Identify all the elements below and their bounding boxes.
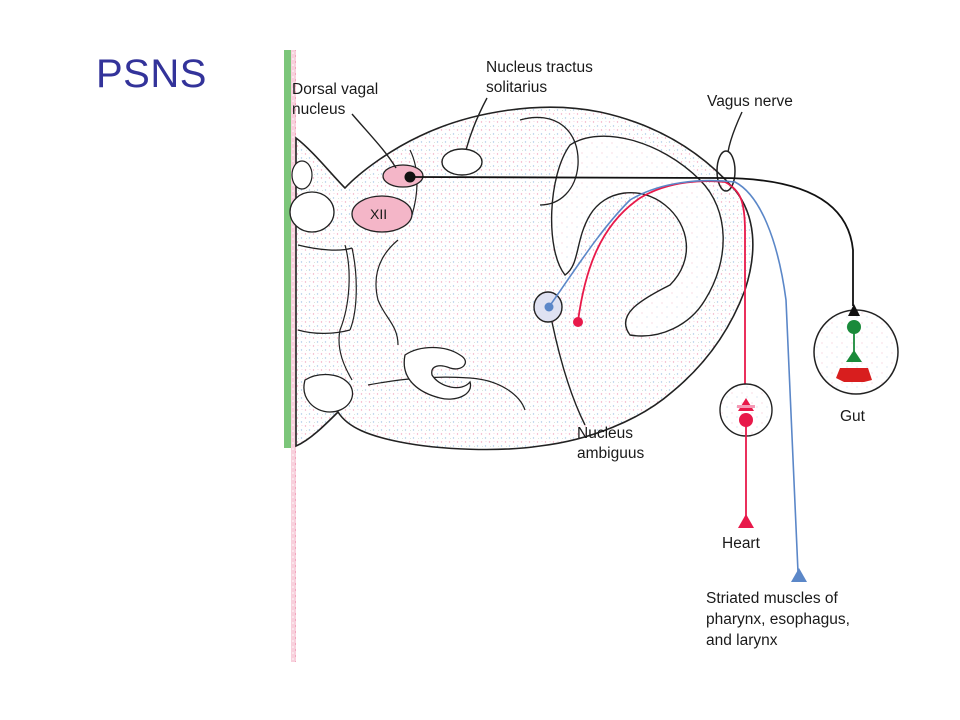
dorsal-vagal-leader <box>351 113 397 169</box>
striated-terminal <box>791 568 807 582</box>
midline-green-strip <box>284 50 291 448</box>
midline-tract <box>297 244 357 334</box>
slide-title: PSNS <box>96 52 207 96</box>
hypoglossal-label: XII <box>370 206 387 222</box>
heart-terminal <box>738 514 754 528</box>
gut-pathway <box>409 176 854 306</box>
heart-label: Heart <box>722 535 761 552</box>
pyramid <box>303 373 354 413</box>
nts-label-line2: solitarius <box>486 79 547 96</box>
striated-pathway <box>548 179 799 573</box>
ambiguus-label-line1: Nucleus <box>577 425 633 442</box>
striated-label-line3: and larynx <box>706 632 778 649</box>
inner-tract-outline <box>550 135 724 337</box>
hypoglossal-nucleus <box>351 195 413 233</box>
inner-ridge-4 <box>367 376 526 411</box>
dorsal-vagal-label-line1: Dorsal vagal <box>292 81 378 98</box>
heart-pathway <box>577 180 746 400</box>
dorsal-vagal-label-line2: nucleus <box>292 101 346 118</box>
inner-ridge-3 <box>338 244 353 381</box>
nts-label-line1: Nucleus tractus <box>486 59 593 76</box>
ambiguus-blue-soma <box>544 302 554 312</box>
gut-postganglionic-terminal <box>846 350 862 362</box>
ambiguus-leader <box>551 321 586 426</box>
ambiguus-label-line2: ambiguus <box>577 445 644 462</box>
vagus-nerve-label: Vagus nerve <box>707 93 793 110</box>
inferior-olive <box>403 346 472 400</box>
nucleus-tractus-solitarius <box>441 148 483 176</box>
vagus-nerve-leader <box>727 111 743 153</box>
midline-structure-1 <box>289 191 335 233</box>
inner-tract-outline-2 <box>519 116 579 206</box>
vagus-nerve-bundle <box>716 150 736 192</box>
gut-preganglionic-terminal <box>848 304 860 316</box>
gut-effector-cell <box>836 368 872 382</box>
midline-structure-2 <box>291 160 313 190</box>
heart-synapse-bar <box>737 405 755 408</box>
dorsal-vagal-nucleus <box>382 164 424 188</box>
gut-label: Gut <box>840 408 866 425</box>
inner-ridge-2 <box>375 239 399 346</box>
nts-leader <box>465 97 488 151</box>
ambiguus-red-soma <box>573 317 583 327</box>
striated-label-line2: pharynx, esophagus, <box>706 611 850 628</box>
striated-label-line1: Striated muscles of <box>706 590 838 607</box>
dorsal-vagal-soma <box>404 171 416 183</box>
midline-pink-strip <box>291 50 296 662</box>
